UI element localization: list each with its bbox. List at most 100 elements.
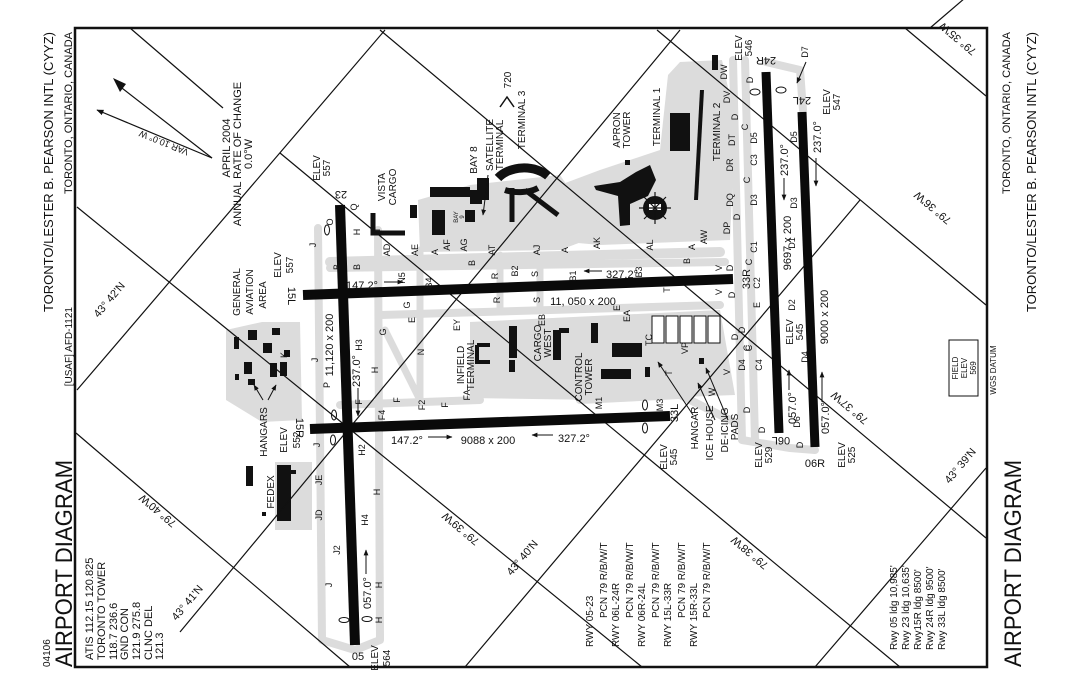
taxiway-label: K [279, 352, 289, 358]
taxiway-label: N5 [397, 272, 407, 284]
annual-rate-label: ANNUAL RATE OF CHANGE [232, 82, 244, 226]
terminal-1-2-apron [545, 60, 735, 245]
taxiway-label: DT [727, 134, 737, 146]
chart-frame [73, 26, 989, 669]
approach-lights [324, 86, 787, 623]
hangars-label: HANGARS [259, 407, 270, 457]
header-location: TORONTO, ONTARIO, CANADA [63, 31, 75, 194]
taxiway-label: DP [722, 222, 732, 235]
latitude-label: 43° 41'N [170, 583, 206, 623]
taxiway-label: J [312, 443, 322, 448]
infield-terminal-building [475, 343, 490, 364]
taxiway-label: B1 [568, 270, 578, 281]
elevation-value: 546 [744, 39, 755, 56]
elevation-value: 525 [847, 446, 858, 463]
taxiway-label: D [730, 113, 740, 120]
taxiway-label: E [612, 305, 622, 311]
runway-end-15l: 15L [285, 287, 297, 305]
taxiway-label: H4 [360, 514, 370, 526]
taxiway-label: H [374, 617, 384, 624]
taxiway-label: C [740, 123, 750, 130]
runway-heading: 327.2° [606, 269, 638, 281]
lat-long-grid [75, 0, 987, 668]
taxiway-label: D4 [800, 351, 810, 363]
taxiway-label: B [467, 260, 477, 266]
taxiway-label: D5 [789, 131, 799, 143]
pcn-note: PCN 79 R/B/W/T [677, 542, 688, 618]
control-tower-label: TOWER [584, 358, 595, 395]
taxiway-label: AW [699, 229, 709, 244]
taxiway-label: DW [719, 64, 729, 79]
header-doc-id: [USAF] AFD-1121 [64, 307, 75, 387]
taxiway-label: B [352, 264, 362, 270]
bay-8-label: BAY 8 [469, 146, 480, 174]
runway-heading: 057.0° [820, 402, 832, 434]
taxiway-label: F [354, 399, 364, 405]
taxiway-label: D [730, 333, 740, 340]
taxiway-label: D [742, 406, 752, 413]
taxiway-c [741, 56, 759, 444]
cargo-west-building [509, 326, 517, 358]
taxiway-label: A [430, 249, 440, 255]
elevation-label: ELEV [273, 252, 284, 278]
latitude-label: 43° 42'N [92, 280, 128, 320]
landing-note: Rwy 24R ldg 9500' [925, 566, 936, 650]
pcn-note: PCN 79 R/B/W/T [651, 542, 662, 618]
taxiway-label: D1 [787, 237, 797, 249]
field-elevation-box [948, 339, 979, 397]
taxiway-label: S [530, 271, 540, 277]
chart-number: 04106 [42, 639, 53, 667]
longitude-label: 79° 40'W [137, 491, 179, 529]
elevation-label: ELEV [822, 89, 833, 115]
variation-date: APRIL 2004 [221, 119, 233, 178]
elevation-label: ELEV [734, 35, 745, 61]
taxiway-label: G [402, 301, 412, 308]
cargo-west-label: CARGO [533, 324, 544, 361]
true-north-arrowhead [113, 78, 126, 92]
runway-end-33r: 33R [741, 269, 753, 289]
taxiway-label: D2 [787, 299, 797, 311]
taxiway-label: C [742, 344, 752, 351]
taxiway-label: VP [680, 342, 690, 354]
taxiway-label: D [732, 213, 742, 220]
field-elev-value: 569 [969, 361, 978, 375]
latitude-label: 43° 40'N [505, 538, 541, 578]
elevation-label: ELEV [279, 427, 290, 453]
magnetic-variation: VAR 10.0° W [137, 128, 190, 157]
runway-end-23: 23 [335, 188, 347, 200]
taxiway-label: DR [725, 158, 735, 171]
frequency-line: 118.7 236.6 [108, 603, 120, 660]
latitude-label: 43° 39'N [943, 446, 979, 486]
taxiway-label: I [372, 229, 382, 232]
taxiway-label: J [310, 358, 320, 363]
taxiway-a [325, 247, 725, 267]
taxiway-label: W [707, 387, 717, 396]
taxiway-label: M1 [594, 397, 604, 410]
wgs-datum: WGS DATUM [989, 345, 998, 395]
taxiway-label: EA [622, 310, 632, 322]
taxiway-label: AK [592, 237, 602, 249]
taxiway-label: D3 [749, 194, 759, 206]
runway-heading: 057.0° [787, 392, 799, 424]
deicing-pads-label: DE-ICING [720, 407, 731, 452]
vista-cargo-label: CARGO [388, 168, 399, 205]
frequency-line: CLNC DEL [143, 606, 155, 660]
taxiway-label: JD [314, 509, 324, 521]
frequency-line: ATIS 112.15 120.825 [84, 558, 96, 660]
elevation-label: ELEV [754, 442, 765, 468]
terminal-3-building [494, 163, 551, 182]
frequency-line: 121.3 [154, 632, 166, 660]
taxiway-label: H3 [354, 339, 364, 351]
runway-end-15r: 15R [293, 418, 305, 438]
cargo-west-label: WEST [543, 329, 554, 358]
ice-house-label: ICE HOUSE [705, 405, 716, 460]
runway-heading: 327.2° [558, 433, 590, 445]
terminal-1-label: TERMINAL 1 [652, 87, 663, 146]
longitude-label: 79° 36'W [912, 188, 954, 226]
frequency-line: 121.9 275.8 [131, 602, 143, 660]
runway-end-06r: 06R [805, 458, 825, 470]
taxiway-label: D4 [737, 359, 747, 371]
taxiway-label: AE [410, 244, 420, 256]
frequency-line: TORONTO TOWER [96, 562, 108, 660]
taxiway-label: P [322, 382, 332, 388]
